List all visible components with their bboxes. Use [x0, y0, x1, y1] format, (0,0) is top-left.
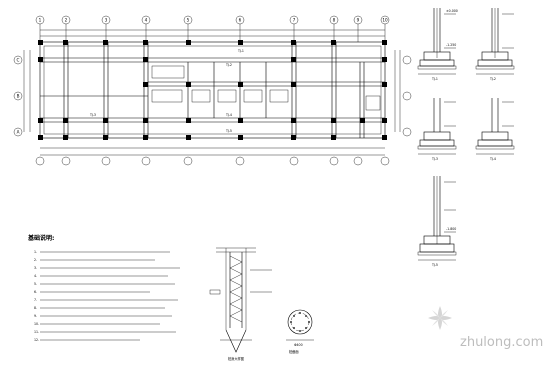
- footing-detail-1: TJ-1 ±0.000 -1.250: [417, 8, 458, 81]
- axis-label: 9: [357, 18, 360, 23]
- watermark: zhulong.com: [428, 306, 543, 350]
- beam-label: TJ-4: [225, 113, 232, 117]
- axis-label: C: [17, 58, 20, 63]
- footing-detail-5: TJ-5 -1.800: [417, 176, 456, 267]
- foundation-notes: 基础说明: 1. 2. 3. 4. 5. 6. 7. 8. 9. 10. 11.…: [27, 234, 180, 342]
- watermark-text: zhulong.com: [460, 335, 543, 350]
- footing-detail-3: TJ-3: [417, 98, 457, 161]
- detail-name: TJ-3: [431, 157, 438, 161]
- axis-label: 10: [382, 18, 388, 23]
- pile-section-label: 桩截面: [289, 349, 299, 354]
- elevation-label: ±0.000: [446, 9, 458, 13]
- note-number: 9.: [34, 314, 37, 318]
- note-number: 10.: [34, 322, 39, 326]
- note-number: 7.: [34, 298, 37, 302]
- note-number: 11.: [34, 330, 39, 334]
- axis-label: 5: [187, 18, 190, 23]
- pile-label: 桩身大样图: [228, 356, 244, 361]
- note-number: 6.: [34, 290, 37, 294]
- foundation-plan: TJ-1 TJ-2 TJ-3 TJ-4 TJ-5 1 2 3 4 5 6: [13, 15, 412, 166]
- beam-label: TJ-2: [225, 63, 232, 67]
- axis-bubbles-side: C B A: [13, 55, 412, 137]
- note-number: 4.: [34, 274, 37, 278]
- axis-label: B: [17, 94, 20, 99]
- axis-label: 8: [333, 18, 336, 23]
- note-number: 2.: [34, 258, 37, 262]
- axis-label: 2: [65, 18, 68, 23]
- notes-title: 基础说明:: [27, 234, 54, 242]
- note-number: 5.: [34, 282, 37, 286]
- pile-section-dim: Φ400: [294, 343, 303, 347]
- axis-label: 1: [39, 18, 42, 23]
- axis-label: 7: [293, 18, 296, 23]
- axis-label: 6: [239, 18, 242, 23]
- note-number: 8.: [34, 306, 37, 310]
- detail-name: TJ-4: [489, 157, 496, 161]
- beam-label: TJ-1: [237, 49, 244, 53]
- axis-label: A: [17, 130, 20, 135]
- axis-label: 4: [145, 18, 148, 23]
- beam-label: TJ-3: [89, 113, 96, 117]
- detail-name: TJ-1: [431, 77, 438, 81]
- note-number: 3.: [34, 266, 37, 270]
- axis-label: 3: [105, 18, 108, 23]
- elevation-label: -1.250: [446, 43, 456, 47]
- footing-detail-2: TJ-2: [475, 8, 515, 81]
- axis-bubbles-top: 1 2 3 4 5 6 7 8 9 10: [35, 15, 390, 42]
- note-number: 1.: [34, 250, 37, 254]
- footing-detail-4: TJ-4: [475, 98, 515, 161]
- pile-detail: 桩身大样图 Φ400 桩截面: [209, 247, 314, 361]
- beam-label: TJ-5: [225, 129, 232, 133]
- elevation-label: -1.800: [446, 227, 456, 231]
- axis-bubbles-bottom: [35, 156, 390, 166]
- footing-details: TJ-1 ±0.000 -1.250 TJ-2 T: [417, 8, 515, 267]
- detail-name: TJ-5: [431, 263, 438, 267]
- detail-name: TJ-2: [489, 77, 496, 81]
- note-number: 12.: [34, 338, 39, 342]
